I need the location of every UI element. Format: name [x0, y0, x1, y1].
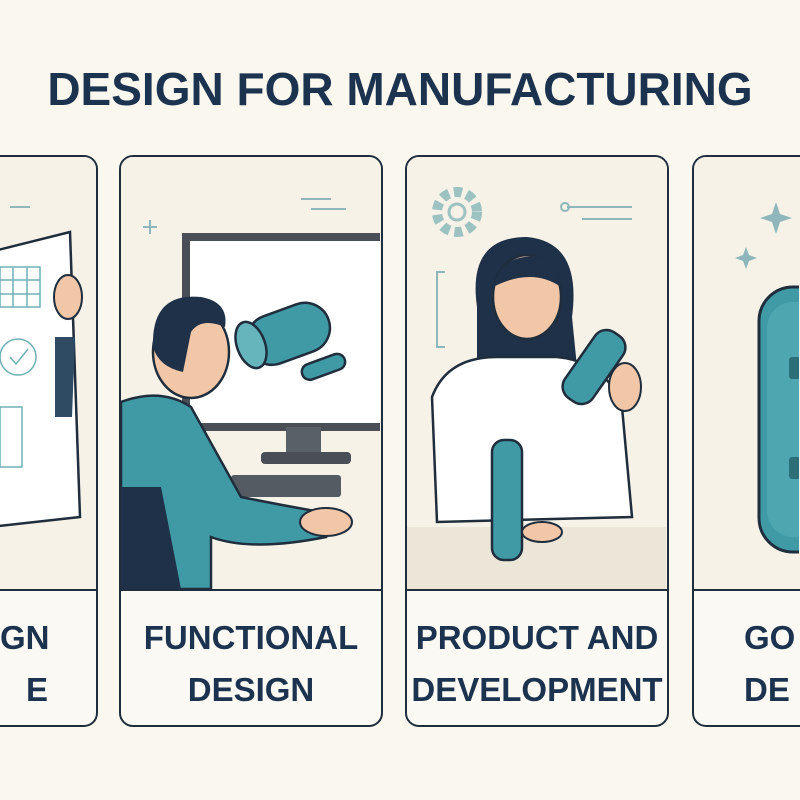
panel-label-line1: FUNCTIONAL	[143, 619, 359, 656]
panel-design-4: GO DE	[692, 155, 800, 727]
panel-functional-design: FUNCTIONAL DESIGN	[119, 155, 383, 727]
panel-label-line1: GN	[0, 619, 50, 656]
panel-product-development: PRODUCT AND DEVELOPMENT	[405, 155, 669, 727]
panel-label-line1: PRODUCT AND	[415, 619, 659, 656]
panel-design-1: GN E	[0, 155, 98, 727]
scientist-illustration	[407, 157, 667, 591]
product-illustration	[694, 157, 800, 591]
panel-label-line2: DESIGN	[187, 671, 315, 708]
panel-label-line1: GO	[744, 619, 796, 656]
computer-illustration	[121, 157, 381, 591]
page-title: DESIGN FOR MANUFACTURING	[47, 63, 753, 115]
panel-label-line2: E	[25, 671, 48, 708]
blueprint-illustration	[0, 157, 96, 591]
panel-label-line2: DEVELOPMENT	[411, 671, 663, 708]
panel-label-line2: DE	[744, 671, 790, 708]
